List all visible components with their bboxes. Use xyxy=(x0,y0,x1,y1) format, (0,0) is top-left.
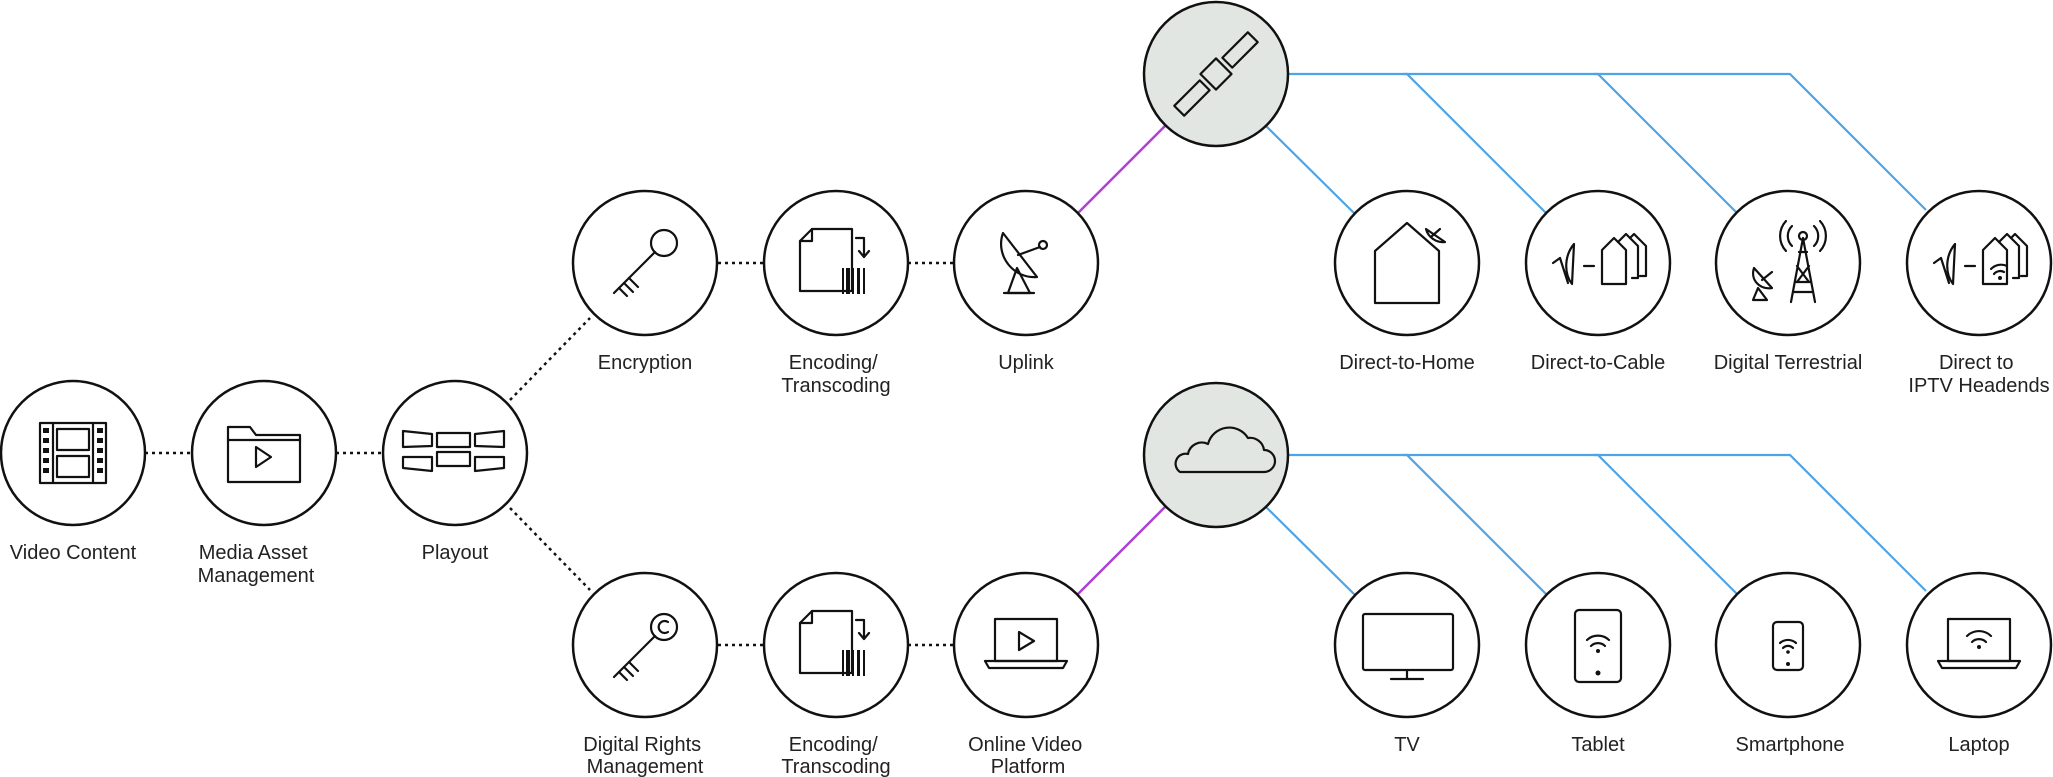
node-dth-circle xyxy=(1333,189,1481,337)
link-cloud-smartphone xyxy=(1403,453,1738,595)
tv-icon xyxy=(1361,612,1455,681)
folder-play-icon xyxy=(226,425,302,484)
node-tablet-circle xyxy=(1524,571,1672,719)
node-encoding-top: Encoding/ Transcoding xyxy=(762,189,910,397)
node-terrestrial-circle xyxy=(1714,189,1862,337)
file-encode-icon xyxy=(798,227,871,294)
label-drm: Digital Rights Management xyxy=(583,734,706,777)
node-tv: TV xyxy=(1333,571,1481,756)
label-direct-to-cable: Direct-to-Cable xyxy=(1531,352,1665,374)
label-tablet: Tablet xyxy=(1571,734,1625,756)
label-uplink: Uplink xyxy=(998,352,1055,374)
node-media-asset-management: Media Asset Management xyxy=(190,379,338,587)
label-encoding-top: Encoding/ Transcoding xyxy=(781,352,890,397)
dish-buildings-icon xyxy=(1551,232,1648,286)
link-playout-drm xyxy=(509,507,591,591)
link-satellite-terrestrial xyxy=(1403,72,1738,214)
link-ovp-cloud xyxy=(1077,505,1167,595)
node-smartphone: Smartphone xyxy=(1714,571,1862,756)
video-wall-icon xyxy=(401,429,506,473)
copyright-key-icon xyxy=(612,612,679,682)
node-digital-terrestrial: Digital Terrestrial xyxy=(1714,189,1863,374)
node-laptop: Laptop xyxy=(1905,571,2053,756)
node-uplink: Uplink xyxy=(952,189,1100,374)
label-smartphone: Smartphone xyxy=(1736,734,1845,756)
node-encoding-bottom: Encoding/ Transcoding xyxy=(762,571,910,777)
link-satellite-dth xyxy=(1265,125,1356,215)
tablet-icon xyxy=(1573,608,1623,684)
link-playout-encryption xyxy=(509,317,591,401)
node-encoding-top-circle xyxy=(762,189,910,337)
link-uplink-satellite xyxy=(1077,124,1167,214)
label-tv: TV xyxy=(1394,734,1420,756)
cloud-icon xyxy=(1174,426,1277,474)
link-satellite-iptv xyxy=(1594,72,1927,211)
node-tablet: Tablet xyxy=(1524,571,1672,756)
node-direct-to-cable: Direct-to-Cable xyxy=(1524,189,1672,374)
laptop-play-icon xyxy=(983,617,1069,670)
label-iptv-headends: Direct to IPTV Headends xyxy=(1908,352,2049,397)
laptop-wifi-icon xyxy=(1936,617,2022,670)
satellite-hub-circle xyxy=(1142,0,1290,148)
node-encoding-bottom-circle xyxy=(762,571,910,719)
label-laptop: Laptop xyxy=(1948,734,2009,756)
label-digital-terrestrial: Digital Terrestrial xyxy=(1714,352,1863,374)
label-encoding-bottom: Encoding/ Transcoding xyxy=(781,734,890,777)
dish-iptv-icon xyxy=(1932,232,2029,286)
node-tv-circle xyxy=(1333,571,1481,719)
satellite-icon xyxy=(1173,31,1259,117)
file-encode-icon xyxy=(798,609,871,676)
label-media-asset-management: Media Asset Management xyxy=(198,542,315,587)
cloud-distribution-links xyxy=(1265,453,1927,596)
node-video-content: Video Content xyxy=(0,379,147,564)
node-playout: Playout xyxy=(381,379,529,564)
label-video-content: Video Content xyxy=(10,542,137,564)
link-cloud-tv xyxy=(1265,506,1356,596)
node-video-content-circle xyxy=(0,379,147,527)
node-iptv-circle xyxy=(1905,189,2053,337)
house-dish-icon xyxy=(1373,221,1447,305)
node-cloud-hub xyxy=(1142,381,1290,529)
satellite-dish-icon xyxy=(1000,231,1049,295)
node-dtc-circle xyxy=(1524,189,1672,337)
node-drm: Digital Rights Management xyxy=(571,571,719,777)
label-direct-to-home: Direct-to-Home xyxy=(1339,352,1475,374)
label-playout: Playout xyxy=(422,542,489,564)
broadcast-tower-icon xyxy=(1751,219,1827,304)
node-encryption: Encryption xyxy=(571,189,719,374)
label-ovp: Online Video Platform xyxy=(968,734,1088,777)
smartphone-icon xyxy=(1771,620,1805,672)
key-icon xyxy=(612,228,679,298)
node-online-video-platform: Online Video Platform xyxy=(952,571,1100,777)
node-direct-to-home: Direct-to-Home xyxy=(1333,189,1481,374)
connectors xyxy=(145,72,1927,647)
node-iptv-headends: Direct to IPTV Headends xyxy=(1905,189,2053,397)
satellite-distribution-links xyxy=(1265,72,1927,215)
node-satellite-hub xyxy=(1142,0,1290,148)
link-cloud-laptop xyxy=(1594,453,1927,592)
label-encryption: Encryption xyxy=(598,352,693,374)
cloud-hub-circle xyxy=(1142,381,1290,529)
film-strip-icon xyxy=(38,421,108,485)
